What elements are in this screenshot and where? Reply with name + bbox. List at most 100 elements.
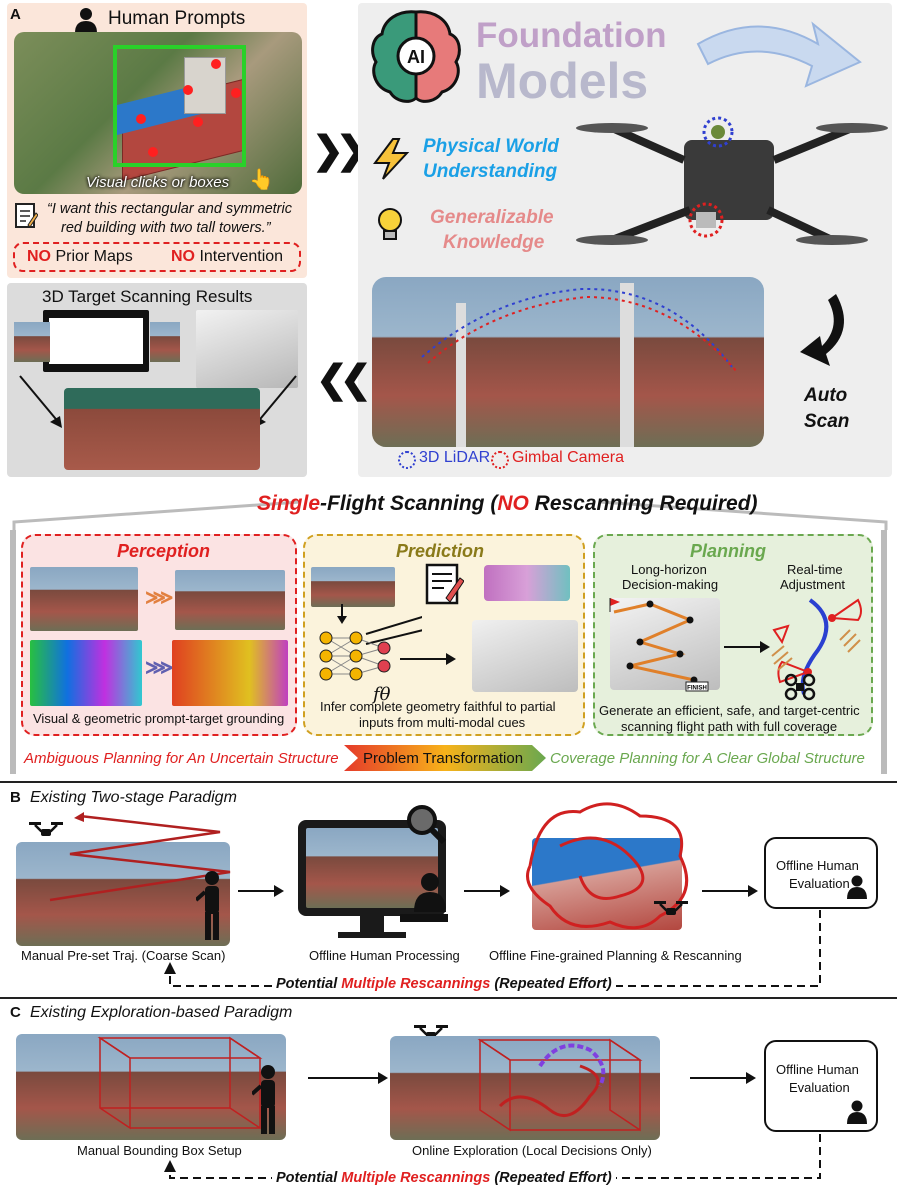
user-at-keyboard-icon (400, 873, 448, 922)
single-word: Single (257, 492, 321, 515)
arrow-right (690, 1072, 756, 1084)
generalizable-label: Generalizable (430, 207, 554, 228)
bounding-box (97, 1036, 263, 1130)
long-horizon-label-1: Long-horizon (631, 562, 707, 577)
auto-label: Auto (804, 385, 848, 406)
frame-thumb (150, 322, 180, 362)
rescanning-text: Rescanning Required) (528, 492, 758, 515)
step3-label: Offline Fine-grained Planning & Rescanni… (489, 948, 742, 963)
step1-label: Manual Pre-set Traj. (Coarse Scan) (21, 948, 226, 963)
panel-a: A Human Prompts Visual clicks or boxes 👆… (0, 0, 897, 482)
problem-transformation-label: Problem Transformation (363, 750, 524, 767)
panel-label-c: C (10, 1004, 21, 1021)
loop-label-b: Potential Multiple Rescannings (Repeated… (272, 976, 616, 992)
operator-figure (252, 1065, 275, 1134)
perception-rgb-input (30, 567, 138, 631)
drone-image (576, 116, 888, 245)
monitor (298, 820, 446, 916)
monitor-stand (360, 916, 384, 934)
rescan-loop (164, 910, 821, 987)
click-point (136, 114, 146, 124)
roof-lines (12, 500, 888, 530)
evaluation-label-2: Evaluation (789, 876, 850, 891)
bracket-left (10, 530, 16, 774)
prior-maps-label: Prior Maps (55, 248, 133, 265)
understanding-label: Understanding (423, 161, 558, 182)
planning-caption-1: Generate an efficient, safe, and target-… (599, 703, 860, 718)
planning-caption-2: scanning flight path with full coverage (621, 719, 838, 734)
gimbal-label: Gimbal Camera (512, 449, 625, 466)
prediction-title: Prediction (396, 541, 485, 561)
panel-c-title: Existing Exploration-based Paradigm (30, 1004, 293, 1021)
lightbulb-icon (378, 208, 402, 240)
loop-label-c: Potential Multiple Rescannings (Repeated… (272, 1170, 616, 1186)
bounding-box-photo (16, 1034, 286, 1140)
planning-path: FINISH (609, 598, 709, 692)
click-point (183, 85, 193, 95)
separator (0, 781, 897, 783)
step2-label: Offline Human Processing (309, 948, 460, 963)
no-word: NO (497, 492, 529, 515)
single-flight-title: Single-Flight Scanning (NO Rescanning Re… (257, 492, 758, 516)
scan-trajectory (421, 287, 739, 374)
real-time-label-2: Adjustment (780, 577, 846, 592)
finish-label: FINISH (687, 686, 707, 692)
arrow-right (724, 641, 770, 653)
person-icon (75, 8, 97, 33)
panel-label-b: B (10, 789, 21, 806)
drone-icon (784, 673, 816, 701)
arrow-right (308, 1072, 388, 1084)
visual-clicks-label: Visual clicks or boxes (86, 174, 230, 191)
loop-text-2: Multiple Rescannings (341, 976, 491, 992)
perception-rgb-output (175, 570, 285, 630)
frame-thumb (14, 322, 50, 362)
quote-line-2: red building with two tall towers.” (61, 220, 271, 236)
monitor-base (338, 932, 406, 938)
point-cloud-render (196, 310, 298, 388)
arrow-down-right (19, 375, 62, 428)
drone-icon (654, 901, 688, 915)
film-strip (43, 310, 149, 372)
constraints-box (13, 242, 301, 272)
drone-icon (29, 822, 63, 836)
double-chevron-left-icon: ❮❮ (316, 359, 372, 401)
coverage-planning-label: Coverage Planning for A Clear Global Str… (550, 750, 865, 767)
loop-text-3: (Repeated Effort) (490, 1170, 612, 1186)
loop-text-3: (Repeated Effort) (490, 976, 612, 992)
panel-b-title: Existing Two-stage Paradigm (30, 789, 237, 806)
no-label: NO (27, 248, 51, 265)
human-prompts-title: Human Prompts (108, 8, 246, 29)
no-prior-maps: NO Prior Maps (27, 248, 133, 266)
aerial-photo (14, 32, 302, 194)
magnifier-icon (407, 805, 447, 845)
perception-title: Perception (117, 541, 211, 561)
prediction-3d-input (484, 565, 570, 601)
ai-label: AI (407, 47, 425, 67)
click-point (148, 147, 158, 157)
c-evaluation-label-1: Offline Human (776, 1062, 859, 1077)
lidar-legend-circle (398, 451, 416, 469)
swoosh-arrow-icon (696, 21, 862, 88)
panel-label-a: A (10, 6, 21, 23)
gimbal-legend-circle (491, 451, 509, 469)
dotted-arrow-icon: ⋙ (145, 587, 174, 609)
prediction-caption-2: inputs from multi-modal cues (359, 715, 526, 730)
click-point (211, 59, 221, 69)
perception-pc-output (172, 640, 288, 706)
click-point (231, 88, 241, 98)
operator-figure (196, 871, 219, 940)
arrow-right (400, 653, 456, 665)
click-point (193, 117, 203, 127)
reconstructed-model (64, 388, 260, 470)
person-icon (847, 1100, 867, 1124)
no-intervention: NO Intervention (171, 248, 283, 266)
lidar-label: 3D LiDAR (419, 449, 491, 466)
perception-pc-input (30, 640, 142, 706)
models-label: Models (476, 53, 649, 109)
prediction-complete-output (472, 620, 578, 692)
intervention-label: Intervention (199, 248, 284, 265)
dotted-arrow-icon: ⋙ (145, 657, 174, 679)
arrow-right (702, 885, 758, 897)
c-step2-label: Online Exploration (Local Decisions Only… (412, 1143, 652, 1158)
bracket-right (881, 530, 887, 774)
